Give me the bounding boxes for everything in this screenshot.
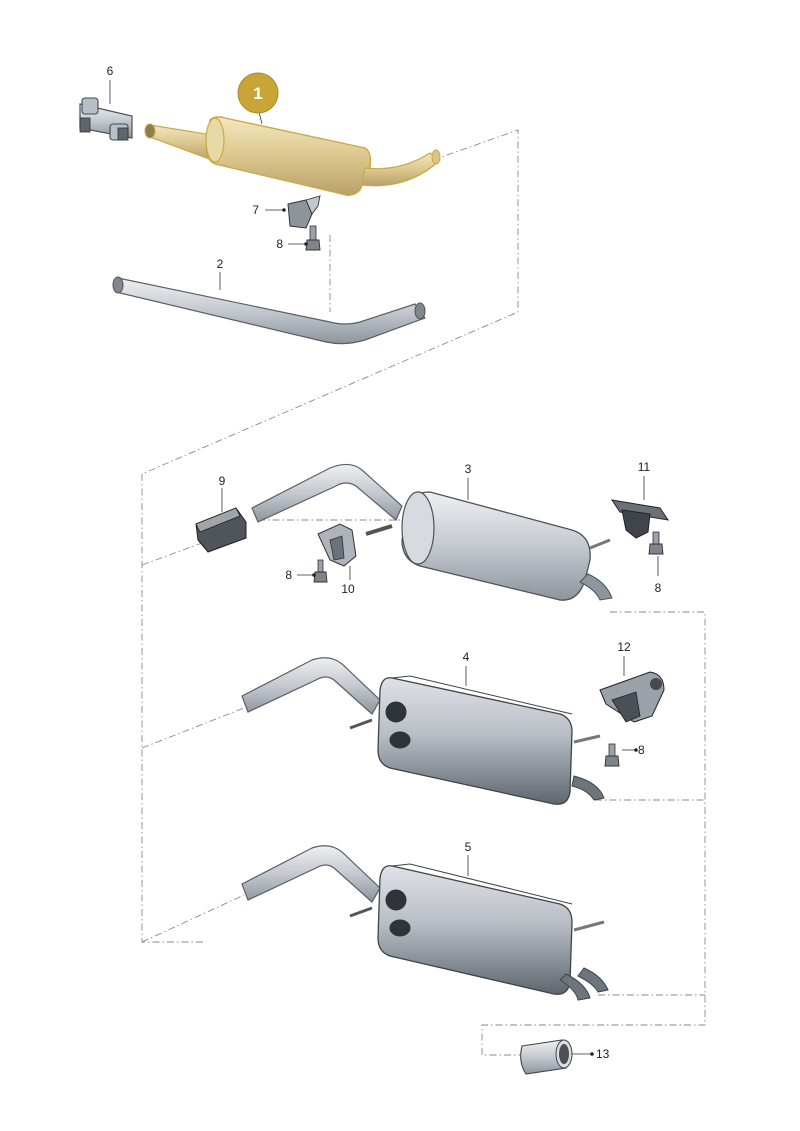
connection-lines [141, 129, 706, 1056]
tailpipe-trim-part-13[interactable] [520, 1039, 573, 1075]
leader-arrowheads [282, 208, 638, 1056]
callout-10: 10 [341, 582, 355, 596]
callout-labels: 6 7 8 2 3 11 9 8 10 8 4 12 8 5 13 [107, 64, 662, 1061]
intermediate-pipe-part-2[interactable] [112, 276, 426, 345]
callout-3: 3 [465, 462, 472, 476]
callout-2: 2 [217, 257, 224, 271]
callout-8-right-bottom: 8 [638, 743, 645, 757]
bracket-part-12[interactable] [599, 671, 665, 723]
bolt-part-8-middle-left[interactable] [313, 559, 328, 583]
callout-7: 7 [252, 203, 259, 217]
bolt-part-8-right-top[interactable] [648, 531, 664, 555]
callout-6: 6 [107, 64, 114, 78]
rear-silencer-part-5[interactable] [241, 845, 609, 1001]
rubber-mount-part-9[interactable] [195, 507, 247, 553]
rear-silencer-part-4[interactable] [241, 657, 605, 805]
mount-part-11[interactable] [610, 499, 670, 539]
leader-lines [109, 80, 659, 1055]
hanger-part-7[interactable] [287, 195, 321, 229]
callout-8-middle: 8 [285, 568, 292, 582]
callout-13: 13 [596, 1047, 610, 1061]
bolt-part-8-top[interactable] [305, 225, 321, 251]
callout-8-right-top: 8 [655, 581, 662, 595]
callout-8-top: 8 [276, 237, 283, 251]
callout-11: 11 [638, 460, 651, 474]
bolt-part-8-right-bottom[interactable] [604, 743, 620, 767]
callout-9: 9 [219, 474, 226, 488]
bracket-part-10[interactable] [317, 523, 393, 567]
pipe-clamp-part-6[interactable] [79, 97, 133, 141]
callout-1: 1 [253, 84, 262, 103]
rear-silencer-part-3[interactable] [251, 463, 613, 601]
callout-5: 5 [465, 840, 472, 854]
highlight-badge: 1 [237, 72, 279, 114]
callout-12: 12 [617, 640, 631, 654]
front-silencer-part-1[interactable] [144, 116, 441, 197]
callout-4: 4 [463, 650, 470, 664]
